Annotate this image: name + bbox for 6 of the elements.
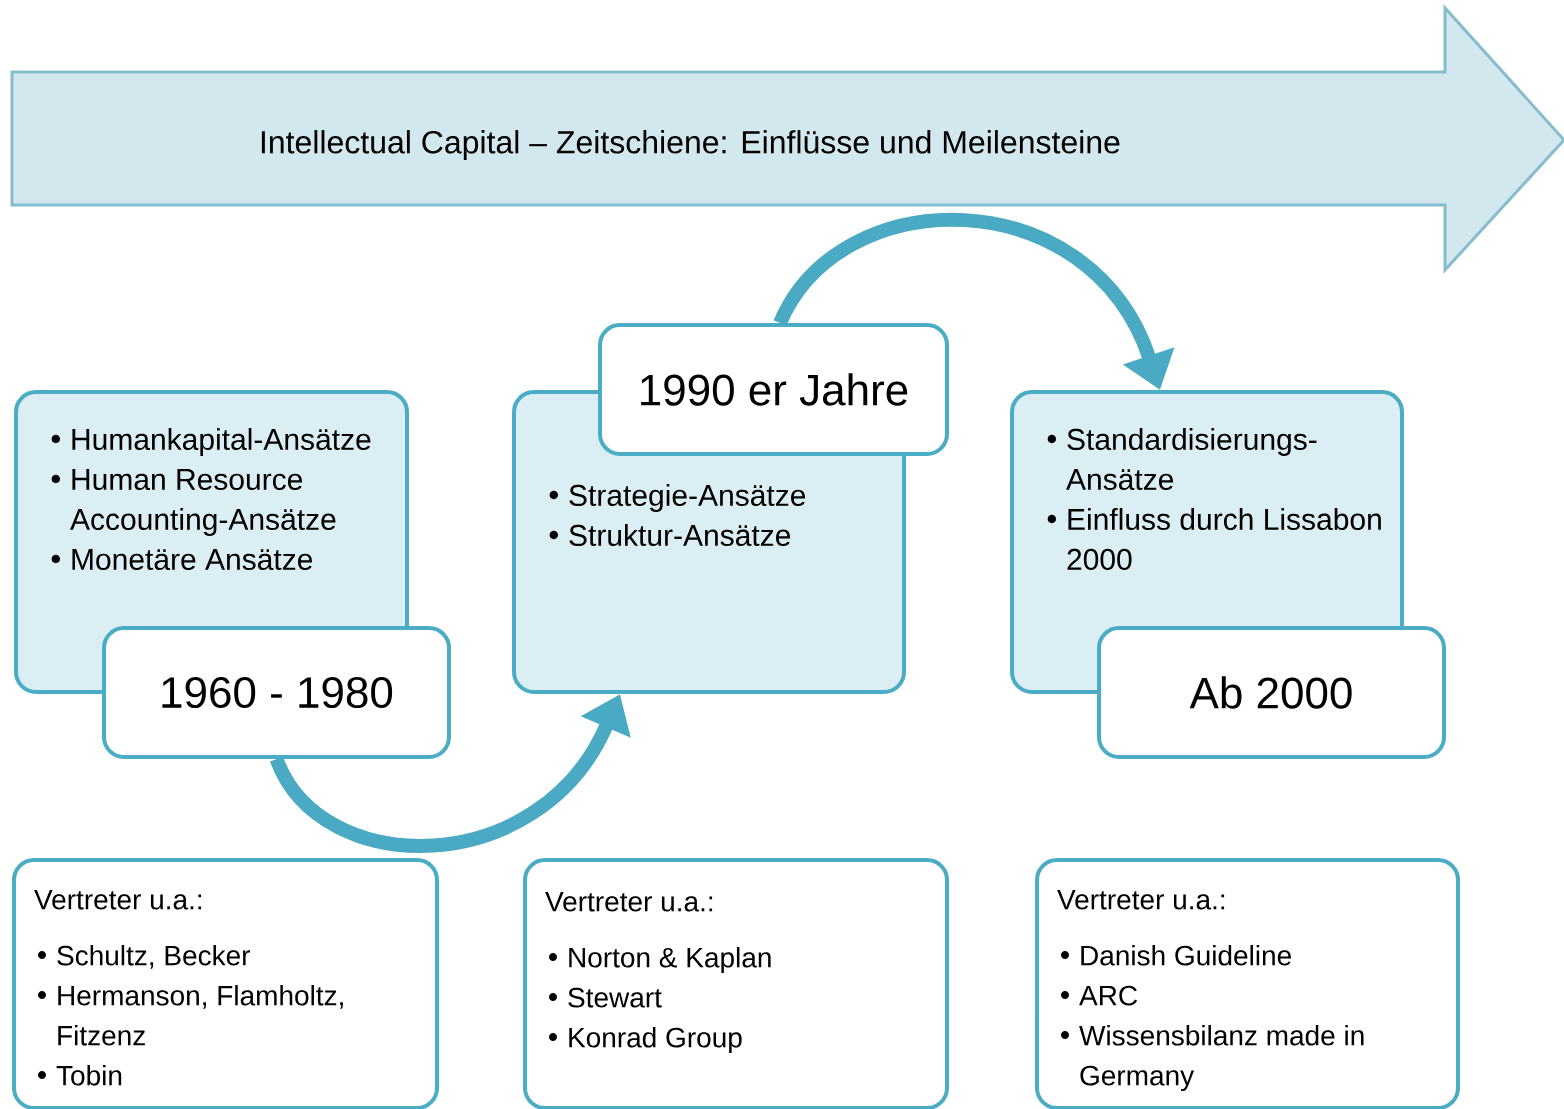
representatives-box: Vertreter u.a.: Schultz, Becker Hermanson, Flamholtz, Fitzenz Tobin <box>12 858 439 1109</box>
year-box: 1960 - 1980 <box>102 626 451 759</box>
representatives-box: Vertreter u.a.: Norton & Kaplan Stewart Konrad Group <box>523 858 949 1109</box>
representatives-box: Vertreter u.a.: Danish Guideline ARC Wissensbilanz made in Germany <box>1035 858 1460 1109</box>
year-box: Ab 2000 <box>1097 626 1446 759</box>
year-box: 1990 er Jahre <box>598 323 949 456</box>
